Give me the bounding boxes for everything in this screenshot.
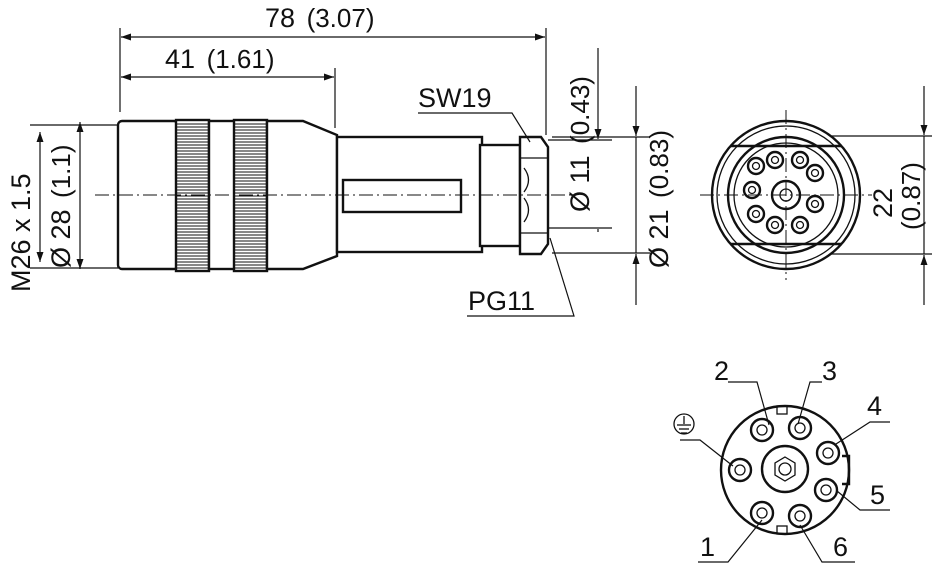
pin-1-label: 1 [700, 532, 715, 562]
pinout-face [719, 404, 851, 536]
face-width-label: 22 [868, 188, 898, 218]
wrench-size-label: SW19 [418, 83, 492, 113]
front-pin [805, 163, 825, 183]
front-pin [746, 204, 766, 224]
knurl-ring-1-texture [177, 123, 208, 269]
front-pin-group [742, 150, 825, 235]
front-view: 22 (0.87) [700, 86, 932, 305]
pin-2-label: 2 [714, 356, 729, 386]
front-pin [746, 156, 766, 176]
body-length-label: 41 (1.61) [165, 44, 274, 74]
pinout-center-contact [760, 444, 810, 494]
front-pin [805, 194, 825, 214]
pinout-contact [787, 503, 813, 529]
sleeve-slot [341, 178, 463, 214]
pinout-contact [815, 440, 841, 466]
pinout-view: 2 3 4 5 6 1 [673, 356, 890, 563]
overall-length-label: 78 (3.07) [265, 3, 374, 33]
pinout-contact [787, 415, 813, 441]
pinout-pin-group [727, 415, 841, 529]
gland-diameter-label: Ø 21 (0.83) [644, 130, 674, 268]
pinout-contact [749, 417, 775, 443]
front-pin [765, 150, 785, 170]
thread-label: M26 x 1.5 [6, 173, 36, 292]
cable-diameter-label: Ø 11 (0.43) [565, 76, 595, 212]
pinout-contact [749, 500, 775, 526]
pin-4-label: 4 [867, 391, 882, 421]
side-view: 78 (3.07) 41 (1.61) M26 x 1.5 Ø 28 (1.1) [6, 3, 674, 317]
knurl-ring-2-texture [235, 123, 266, 269]
front-pin [765, 215, 785, 235]
pinout-key [842, 454, 851, 486]
earth-ground-icon [673, 413, 695, 435]
pinout-contact [727, 457, 753, 483]
pin-6-label: 6 [833, 532, 848, 562]
front-pin [742, 180, 762, 200]
front-pin [790, 215, 810, 235]
pinout-contact [813, 477, 839, 503]
body-taper [265, 119, 339, 271]
pin-3-label: 3 [822, 356, 837, 386]
pin-5-label: 5 [870, 480, 885, 510]
cable-gland-label: PG11 [468, 286, 535, 316]
gland-leader [467, 237, 575, 317]
face-width-inch-label: (0.87) [896, 162, 926, 230]
wrench-leader [418, 112, 531, 143]
front-pin [790, 150, 810, 170]
outer-diameter-label: Ø 28 (1.1) [46, 144, 76, 268]
